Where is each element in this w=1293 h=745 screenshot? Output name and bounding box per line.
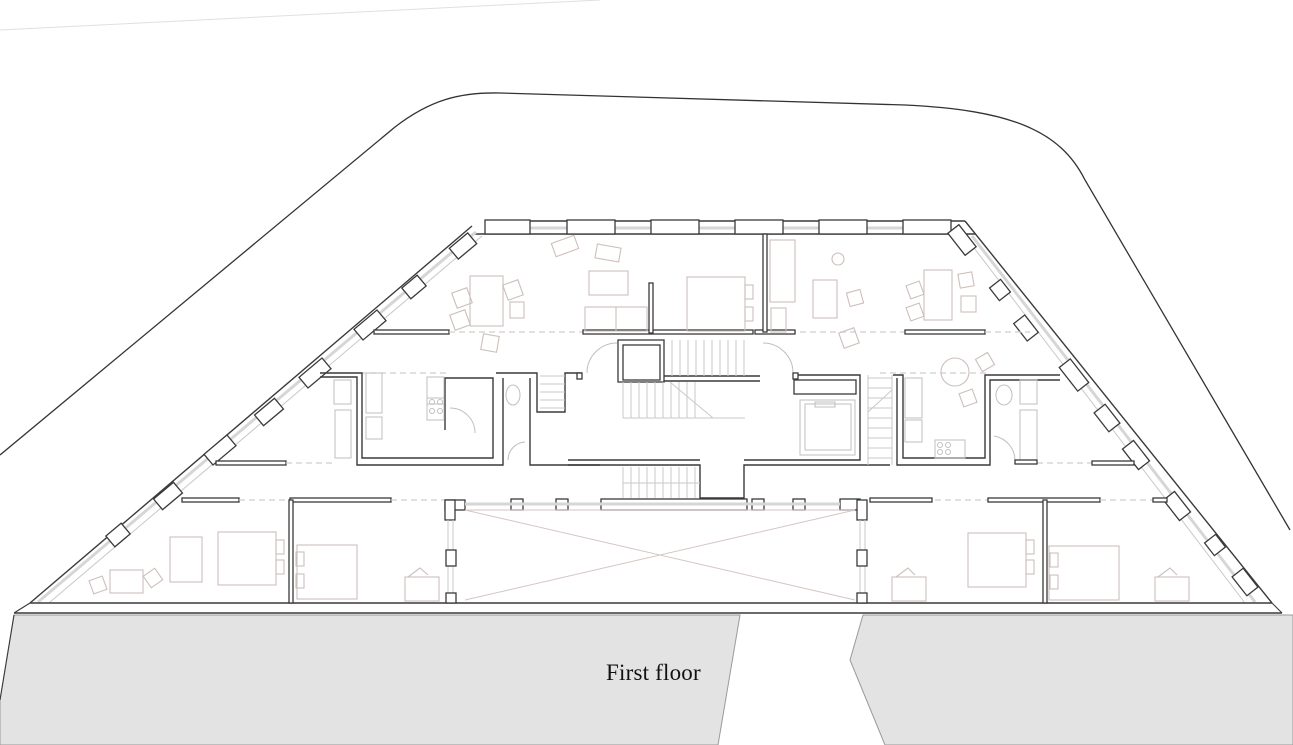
facade-piers-top [484,219,952,235]
site-boundary [0,92,1291,531]
furniture-north [449,234,996,408]
interior-partitions [181,233,1168,604]
path-edge [0,614,15,701]
circulation-core [540,339,893,498]
street-area [0,614,1293,745]
west-service-block [320,372,890,499]
facade-piers-right [946,223,1259,597]
facade-piers-left [104,232,478,548]
floor-label: First floor [606,660,701,685]
double-height-void [444,498,868,604]
building-shell [13,220,1283,614]
furniture-south [88,531,1190,602]
site-reference-line [0,0,601,31]
east-service-block [893,357,1060,466]
